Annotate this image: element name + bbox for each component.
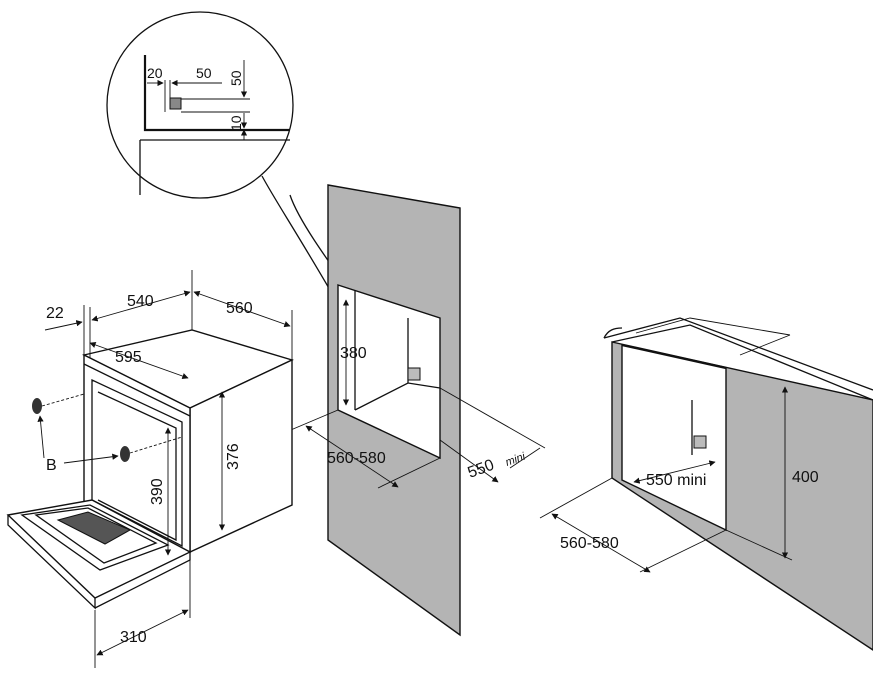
cutout-dim-depth-suffix: mini — [504, 450, 528, 468]
cabinet-dim-depth: 550 mini — [646, 472, 706, 489]
oven-dim-595: 595 — [115, 349, 142, 366]
detail-dim-20: 20 — [147, 65, 163, 81]
cabinet: 550 mini 400 560-580 — [539, 317, 873, 651]
cabinet-dim-width: 560-580 — [560, 535, 619, 552]
oven-dim-376: 376 — [225, 443, 242, 470]
oven-dim-390: 390 — [149, 478, 166, 505]
oven-dim-310: 310 — [120, 629, 147, 646]
detail-fixing-square — [169, 97, 182, 110]
cabinet-opening — [621, 344, 727, 532]
cutout-dim-380: 380 — [340, 345, 367, 362]
detail-magnifier: 20 50 50 10 — [106, 11, 406, 363]
door-glass-window — [56, 511, 132, 545]
detail-dim-50-vertical: 50 — [228, 70, 244, 86]
oven-dim-540: 540 — [127, 293, 154, 310]
oven-dim-560: 560 — [226, 300, 253, 317]
fixing-screw-top — [32, 393, 85, 414]
cabinet-dim-height: 400 — [792, 469, 819, 486]
oven-dim-22: 22 — [46, 305, 64, 322]
oven: B 22 540 560 595 376 390 310 — [6, 270, 294, 668]
detail-dim-50-horizontal: 50 — [196, 65, 212, 81]
detail-dim-10: 10 — [228, 115, 244, 131]
cutout-dim-width: 560-580 — [327, 450, 386, 467]
fixing-screw-bottom — [120, 436, 183, 462]
screw-label-b: B — [46, 457, 57, 474]
wall-panel: 380 560-580 550 mini — [285, 184, 546, 637]
